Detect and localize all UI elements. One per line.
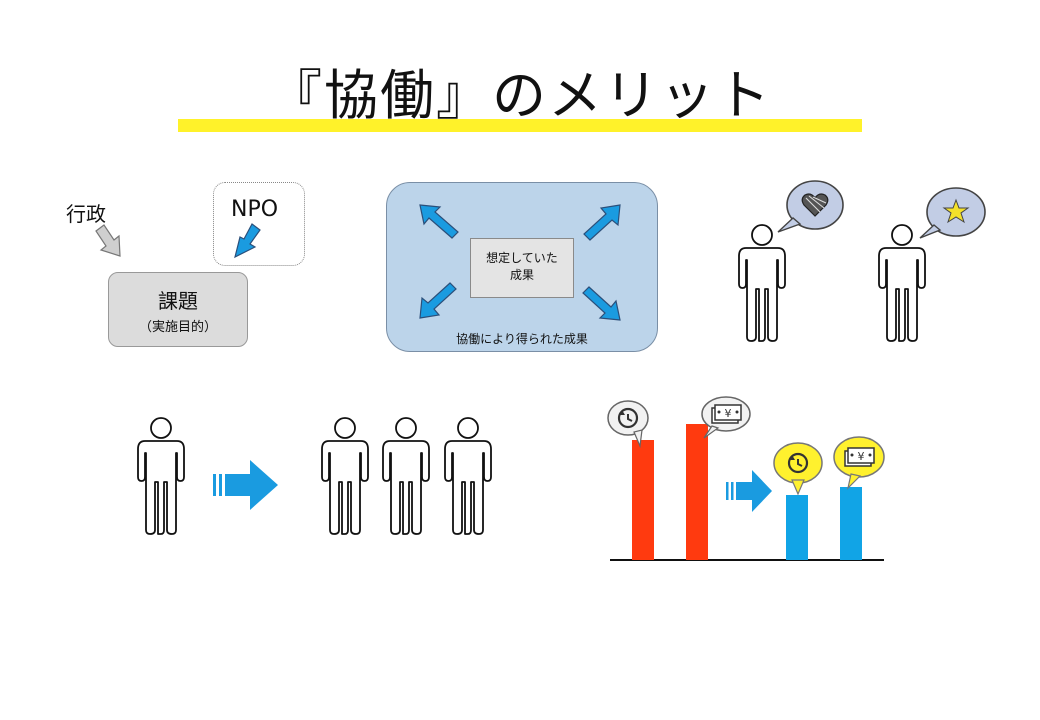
person-icon-group-3 (444, 417, 492, 535)
star-icon (942, 198, 970, 224)
expected-outcome-line2: 成果 (509, 268, 534, 282)
red-bar-time (632, 440, 654, 560)
gyosei-label: 行政 (66, 202, 106, 226)
red-bar-cost (686, 424, 708, 560)
speech-bubble-clock-yellow (773, 442, 823, 496)
person-icon-group-2 (382, 417, 430, 535)
issue-box (108, 272, 248, 347)
collaboration-caption: 協働により得られた成果 (456, 332, 588, 346)
person-icon-group-1 (321, 417, 369, 535)
expand-arrow-topleft-icon (419, 204, 459, 239)
blue-bar-cost (840, 487, 862, 560)
right-arrow-icon (213, 460, 278, 510)
heart-icon (801, 193, 829, 217)
blue-bar-time (786, 495, 808, 560)
issue-subtitle: （実施目的） (138, 320, 217, 335)
person-icon-b (878, 224, 926, 342)
person-icon-a (738, 224, 786, 342)
right-arrow-icon-chart (726, 470, 772, 512)
yen-banknote-icon (711, 404, 742, 424)
expand-arrow-topright-icon (583, 204, 621, 241)
speech-bubble-clock-gray (607, 400, 649, 449)
expand-arrow-bottomright-icon (582, 286, 621, 321)
gray-arrow-icon (95, 224, 121, 257)
yen-banknote-icon-reduced (844, 447, 875, 467)
npo-label: NPO (231, 197, 279, 222)
npo-box (213, 182, 305, 266)
blue-arrow-icon (234, 223, 261, 259)
expected-outcome-line1: 想定していた (486, 251, 558, 265)
expand-arrow-bottomleft-icon (419, 282, 457, 319)
expected-outcome-text: 想定していた 成果 (470, 250, 574, 284)
expected-outcome-box (470, 238, 574, 298)
issue-title: 課題 (158, 289, 198, 313)
title-highlight (178, 119, 862, 132)
page-title: 『協働』のメリット (268, 64, 772, 127)
person-icon-single (137, 417, 185, 535)
